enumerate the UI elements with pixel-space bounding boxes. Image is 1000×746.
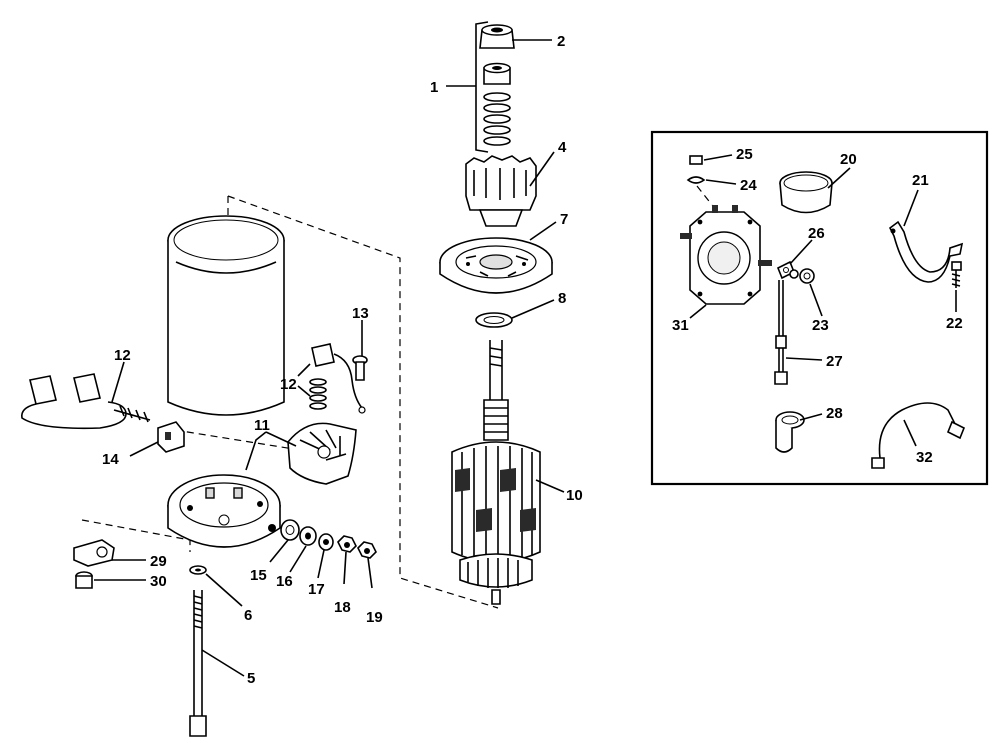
callout-11: 11 [254,417,270,434]
part-8-thrust-washer [475,312,513,328]
callout-10: 10 [566,487,583,504]
part-28-clamp [775,411,805,453]
callout-25: 25 [736,146,753,163]
part-31-solenoid [680,185,772,305]
part-13-screw [352,355,368,381]
callout-19: 19 [366,609,383,626]
callout-22: 22 [946,315,963,332]
part-18-nut [337,535,357,553]
part-32-ground-wire [871,402,966,469]
part-16-washer [299,526,317,546]
callout-23: 23 [812,317,829,334]
part-25-terminal-nut [689,155,703,165]
part-29-clamp [73,539,115,567]
part-4-drive-gear [465,155,537,227]
part-frame-housing [167,215,285,416]
part-7-end-plate [439,237,553,294]
callout-28: 28 [826,405,843,422]
part-23-nut [789,268,815,284]
part-spacer [483,62,511,85]
part-12-brush-spring-set [20,373,151,430]
part-27-cable [774,280,788,385]
inset-frame [650,130,989,486]
part-6-washer [189,565,207,575]
callout-labels: 1 2 4 5 6 7 8 10 11 12 12 13 14 15 16 17… [102,33,963,687]
part-24-lock-washer [686,176,706,184]
callout-1: 1 [430,79,438,96]
part-15-insulating-washer [280,519,300,541]
part-19-nut [357,541,377,559]
callout-20: 20 [840,151,857,168]
callout-24: 24 [740,177,757,194]
part-11-brush-plate [287,422,357,485]
part-10-armature [451,340,541,605]
callout-26: 26 [808,225,825,242]
callout-12-right: 12 [280,376,297,393]
callout-8: 8 [558,290,566,307]
callout-17: 17 [308,581,325,598]
callout-5: 5 [247,670,255,687]
part-14-insulator [157,421,185,453]
callout-32: 32 [916,449,933,466]
callout-27: 27 [826,353,843,370]
part-2-nut [479,24,515,49]
callout-13: 13 [352,305,369,322]
callout-15: 15 [250,567,267,584]
callout-2: 2 [557,33,565,50]
callout-30: 30 [150,573,167,590]
part-brush-spring-pair [309,343,366,414]
part-spring [483,92,511,146]
part-20-boot [779,171,833,214]
callout-16: 16 [276,573,293,590]
part-5-through-bolt [189,590,207,737]
callout-14: 14 [102,451,119,468]
callout-7: 7 [560,211,568,228]
part-17-lock-washer [318,533,334,551]
callout-12-left: 12 [114,347,131,364]
callout-29: 29 [150,553,167,570]
callout-21: 21 [912,172,929,189]
callout-31: 31 [672,317,689,334]
callout-18: 18 [334,599,351,616]
callout-4: 4 [558,139,567,156]
part-21-bracket [888,220,964,283]
part-30-screw [75,571,93,589]
callout-6: 6 [244,607,252,624]
part-end-cap [167,474,281,548]
part-22-screw [951,261,962,288]
